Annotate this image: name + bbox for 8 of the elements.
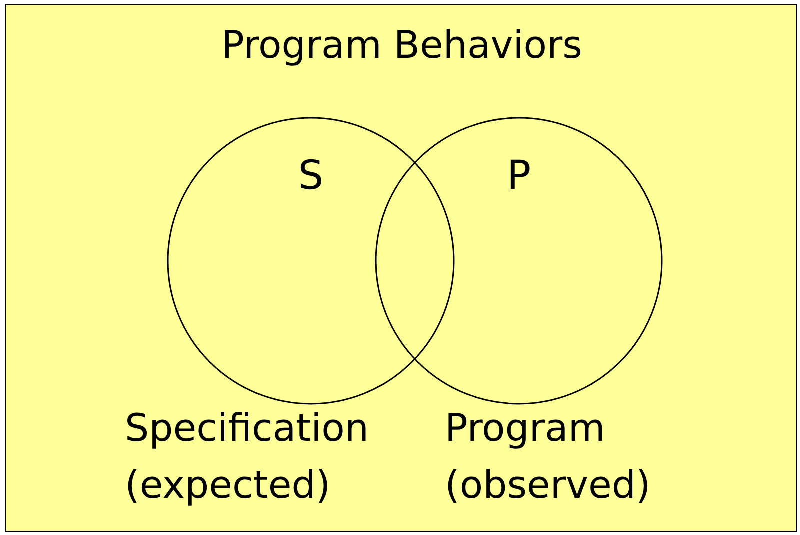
set-label: S (297, 153, 325, 199)
set-caption: Program (observed) (445, 405, 652, 509)
set-caption: Specification (expected) (125, 405, 370, 509)
set-circle (375, 117, 663, 405)
universe-box (5, 4, 797, 532)
universe-label: Program Behaviors (220, 23, 584, 67)
set-circle (167, 117, 455, 405)
set-label: P (506, 153, 532, 199)
